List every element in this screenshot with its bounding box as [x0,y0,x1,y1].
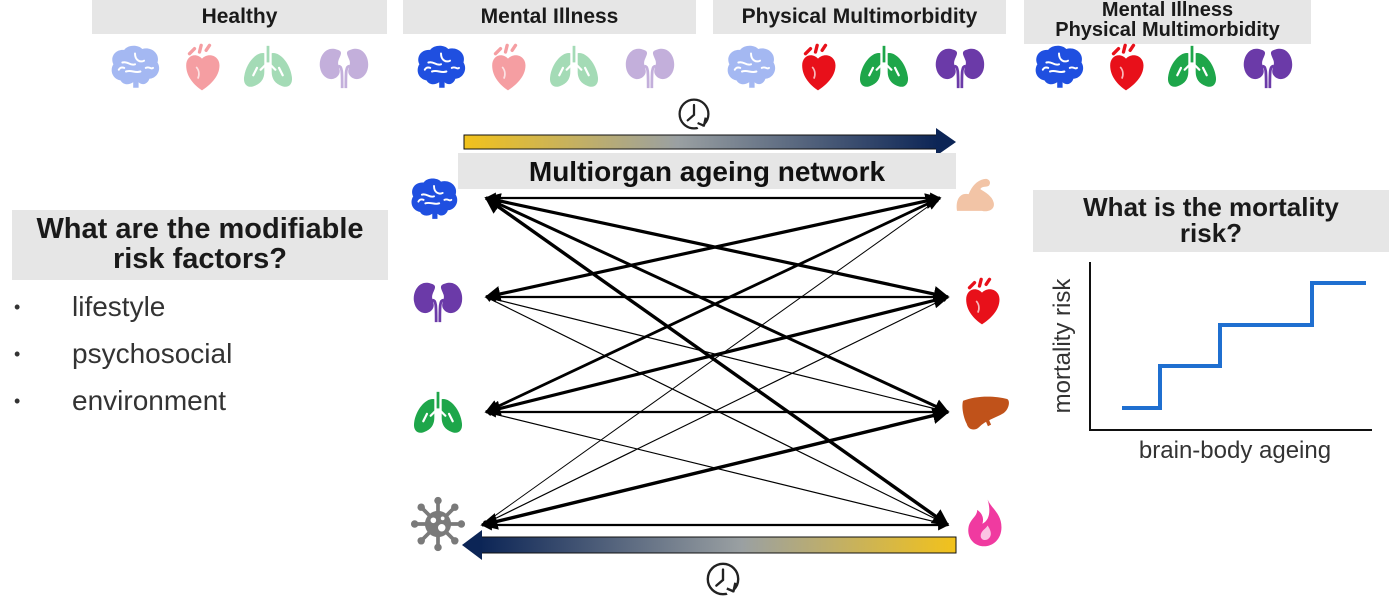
brain-icon [416,44,467,89]
network-title: Multiorgan ageing network [529,156,886,187]
lungs-icon [1166,44,1218,89]
risk-factor-item: psychosocial [14,332,232,379]
heart-icon [1108,43,1146,92]
lungs-icon [858,44,910,89]
chart-xlabel: brain-body ageing [1139,437,1331,464]
fat-icon [968,499,1002,547]
group-label-combined-line1: Mental Illness [1101,0,1234,21]
network-edge [480,407,950,530]
kidneys-icon [412,281,464,324]
group-icons-mental-illness [416,43,676,92]
group-label-combined: Mental Illness Physical Multimorbidity [1024,0,1311,44]
mortality-risk-question-line2: risk? [1179,218,1243,248]
group-label-healthy: Healthy [92,0,387,34]
network-title-box [458,153,956,189]
lungs-icon [548,44,600,89]
network-edges [480,192,950,531]
heart-icon [964,277,1002,326]
lungs-icon [242,44,294,89]
heart-icon [184,43,222,92]
group-label-combined-line2: Physical Multimorbidity [1055,19,1280,41]
mortality-risk-question: What is the mortality risk? [1033,190,1389,252]
mortality-risk-question-line1: What is the mortality [1083,192,1339,222]
kidneys-icon [318,47,370,90]
modifiable-risk-question-line2: risk factors? [112,243,288,275]
group-icons-physical-multimorbidity [726,43,986,92]
modifiable-risk-question-line1: What are the modifiable [36,213,364,245]
clock-icon [708,564,738,594]
heart-icon [800,43,838,92]
mortality-chart: brain-body ageing mortality risk [1049,262,1372,464]
group-icons-combined [1034,43,1294,92]
ageing-arrow-reverse [462,530,957,560]
chart-ylabel: mortality risk [1049,278,1076,414]
heart-icon [490,43,528,92]
liver-icon [960,394,1011,432]
virus-icon [410,496,466,552]
kidneys-icon [934,47,986,90]
muscle-icon [956,178,994,212]
risk-factor-list: lifestyle psychosocial environment [14,285,232,426]
brain-icon [1034,44,1085,89]
lungs-icon [412,390,464,435]
group-icons-healthy [110,43,370,92]
risk-factor-item: lifestyle [14,285,232,332]
chart-axes [1089,262,1372,431]
ageing-arrow-forward [463,128,956,156]
kidneys-icon [1242,47,1294,90]
brain-icon [110,44,161,89]
brain-icon [726,44,777,89]
risk-factor-item: environment [14,379,232,426]
modifiable-risk-question: What are the modifiable risk factors? [12,210,388,280]
group-label-mental-illness: Mental Illness [403,0,696,34]
group-label-physical-multimorbidity: Physical Multimorbidity [713,0,1006,34]
brain-icon [410,177,459,220]
clock-icon [680,100,709,129]
chart-step-line [1122,281,1366,410]
kidneys-icon [624,47,676,90]
